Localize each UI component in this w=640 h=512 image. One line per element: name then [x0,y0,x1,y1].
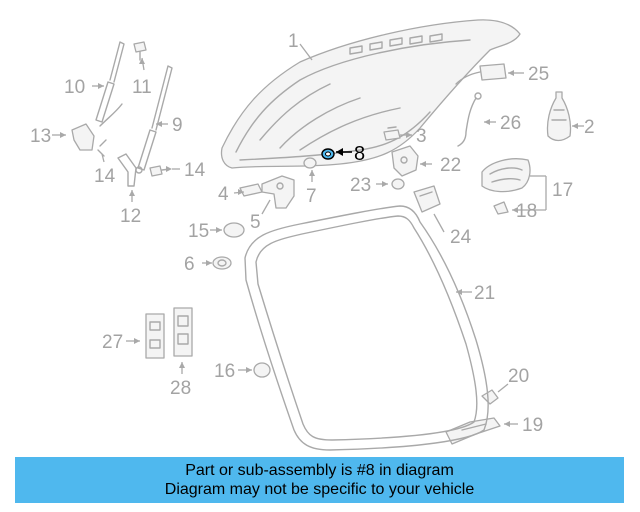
part-bracket-12 [117,153,137,187]
callout-15: 15 [188,221,209,242]
callout-16: 16 [214,361,235,382]
part-handle-assembly [481,158,531,193]
part-plug-15 [223,222,245,238]
part-bracket-4 [239,183,263,197]
callout-13: 13 [30,126,51,147]
part-switch-25 [455,63,507,85]
callout-6: 6 [184,254,195,275]
callout-9: 9 [172,115,183,136]
callout-14a: 14 [94,166,116,187]
callout-19: 19 [522,415,543,436]
callout-21: 21 [474,283,495,304]
part-plate-27 [145,313,165,359]
part-nut-20 [481,389,499,405]
callout-1: 1 [288,31,299,52]
part-bolt-11 [133,41,147,61]
callout-5: 5 [250,212,261,233]
banner-part-line: Part or sub-assembly is #8 in diagram [185,462,454,479]
part-striker-24 [413,185,441,213]
part-plate-28 [173,307,193,357]
part-weatherstrip [244,205,489,451]
part-clip-3 [383,126,401,141]
callout-27: 27 [102,332,123,353]
callout-labels: 1 2 3 4 5 6 7 8 9 10 11 12 13 14 14 15 1… [30,31,595,436]
callout-11: 11 [132,77,152,98]
part-plug-16 [253,362,271,378]
part-clip-23 [391,178,405,190]
callout-25: 25 [528,64,549,85]
banner-disclaimer-line: Diagram may not be specific to your vehi… [164,481,475,498]
callout-3: 3 [416,126,427,147]
part-grommet-6 [212,256,232,270]
callout-20: 20 [508,366,529,387]
part-bracket-13 [71,123,95,151]
callout-17: 17 [552,180,573,201]
callout-14b: 14 [184,160,206,181]
part-screw-7 [303,157,317,169]
part-bolt-14a [97,139,107,157]
callout-7: 7 [306,186,317,207]
part-cable-26 [457,92,482,147]
callout-8: 8 [354,143,365,165]
part-gas-strut-10 [95,41,125,127]
part-clip-18 [493,201,509,215]
arrow-heads [60,58,578,427]
part-latch-22 [391,145,419,177]
callout-24: 24 [450,227,472,248]
callout-23: 23 [350,175,371,196]
callout-2: 2 [584,117,595,138]
callout-22: 22 [440,155,461,176]
part-liftgate-shell [220,19,521,169]
callout-10: 10 [64,77,85,98]
callout-18: 18 [516,201,537,222]
info-banner: Part or sub-assembly is #8 in diagram Di… [15,457,624,503]
callout-28: 28 [170,378,191,399]
part-nut-highlighted [321,148,335,160]
callout-26: 26 [500,113,521,134]
part-bump-stop [546,91,572,142]
part-hinge [261,175,295,209]
callout-12: 12 [120,206,141,227]
callout-4: 4 [218,184,229,205]
